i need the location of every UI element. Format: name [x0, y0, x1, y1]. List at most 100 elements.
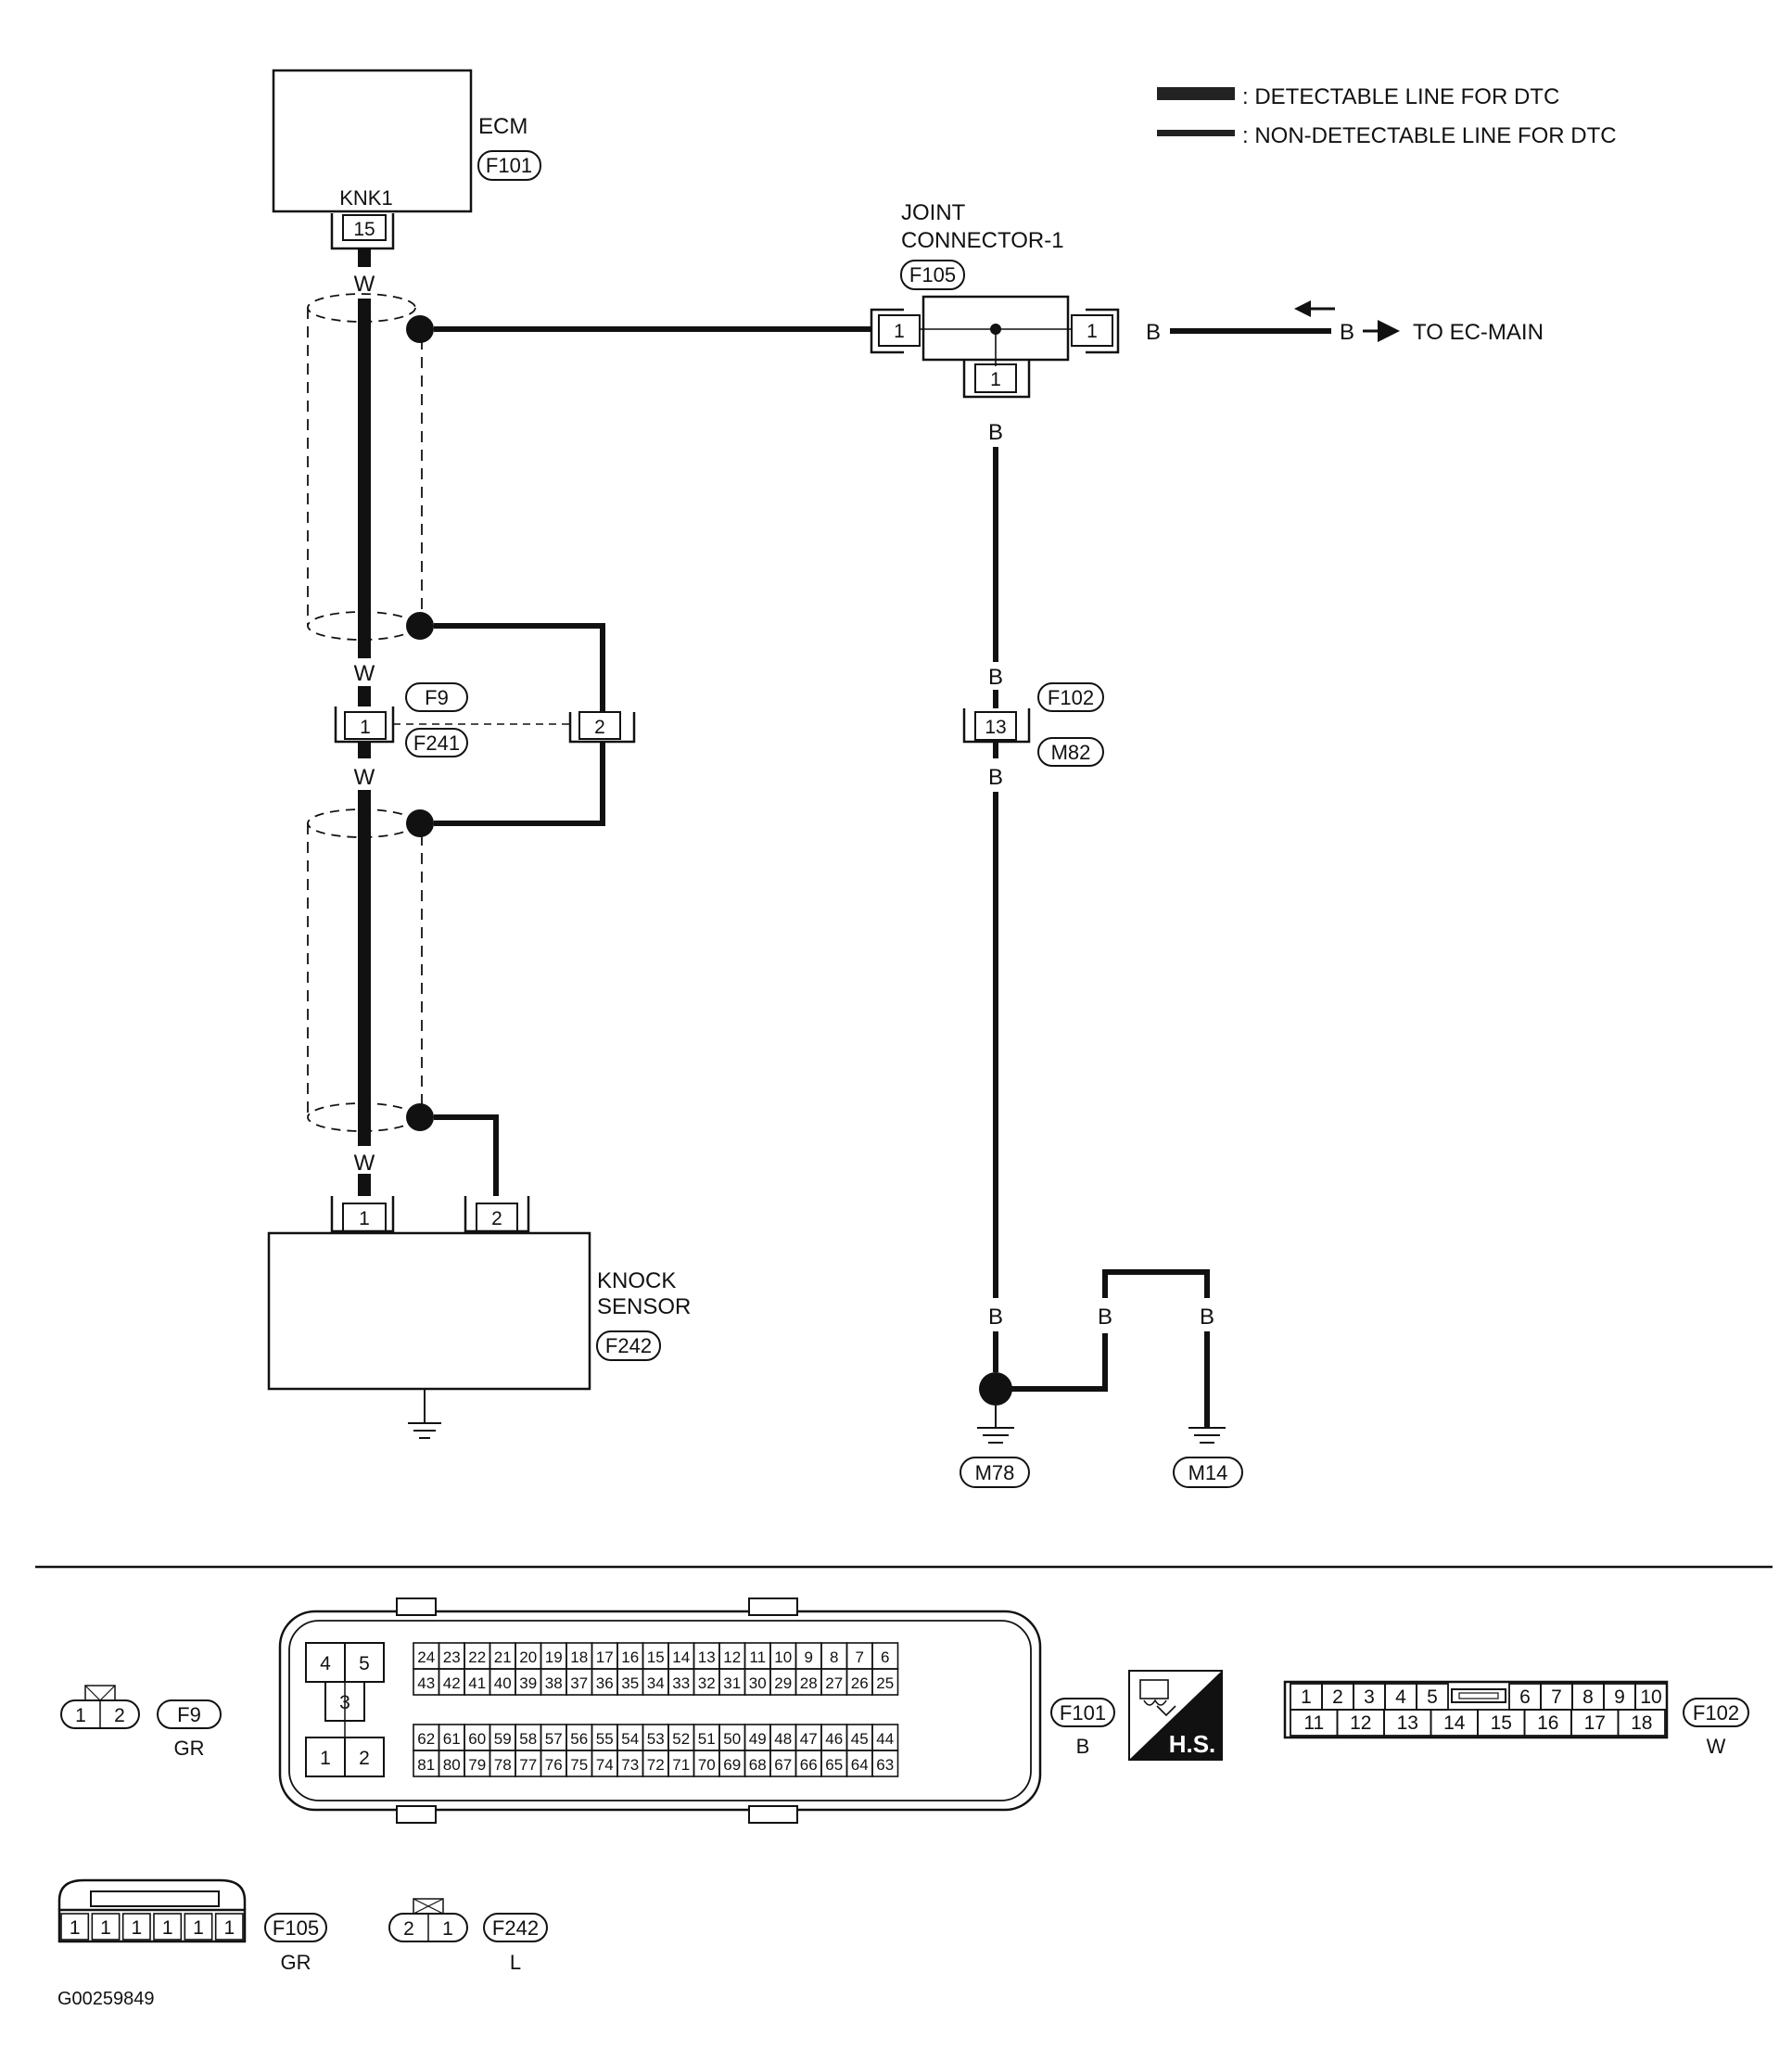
joint-bottom-bracket: [962, 360, 1031, 399]
f101-pin-number: 63: [876, 1756, 894, 1774]
connector-pictogram: [1156, 1705, 1176, 1717]
arrow-left-icon: [1294, 300, 1311, 317]
f101-pin-number: 73: [621, 1756, 639, 1774]
f101-cell: [344, 1737, 385, 1777]
ec-main-label: TO EC-MAIN: [1413, 320, 1544, 345]
f101-pin-number: 22: [468, 1648, 486, 1666]
connector-pictogram: [1143, 1699, 1167, 1706]
f101-pin-number: 39: [519, 1674, 537, 1692]
f102-pin-number: 4: [1395, 1687, 1406, 1708]
hs-icon-black-half: [1129, 1671, 1222, 1760]
f101-pin-number: 30: [749, 1674, 767, 1692]
f101-pin-number: 48: [774, 1730, 792, 1748]
knock-pin2-wire: [434, 1114, 499, 1196]
f101-pin-number: 66: [800, 1756, 818, 1774]
f101-pin-number: 17: [596, 1648, 614, 1666]
f101-pin-number: 58: [519, 1730, 537, 1748]
f101-power-pin: 5: [359, 1653, 370, 1674]
legend-non-detectable-text: : NON-DETECTABLE LINE FOR DTC: [1242, 123, 1617, 148]
f102-pin-number: 15: [1491, 1712, 1512, 1734]
f101-pin-number: 69: [723, 1756, 741, 1774]
f102-pin-number: 6: [1519, 1687, 1531, 1708]
f102-pin-13: 13: [985, 717, 1006, 738]
joint-left-pin-box: [878, 314, 921, 347]
f9-pin-1: 1: [360, 717, 371, 738]
f105-pin-cell: [214, 1913, 244, 1941]
f101-pin-number: 81: [417, 1756, 435, 1774]
f101-pin-number: 6: [881, 1648, 889, 1666]
f101-pin-number: 65: [825, 1756, 843, 1774]
f105-key: [90, 1890, 220, 1907]
knock-pin1-box: [342, 1203, 387, 1232]
f242-face-pin: 1: [442, 1918, 453, 1940]
f102-pin-number: 2: [1332, 1687, 1343, 1708]
joint-connector-id: F105: [909, 263, 956, 286]
f102-pin-number: 18: [1631, 1712, 1652, 1734]
f102-pin-number: 9: [1614, 1687, 1625, 1708]
f102-pin-number: 16: [1537, 1712, 1558, 1734]
legend-detectable-text: : DETECTABLE LINE FOR DTC: [1242, 84, 1559, 109]
f105-pin-cell: [60, 1913, 90, 1941]
shielded-wire-upper: W W: [307, 248, 871, 712]
f105-view-color: GR: [281, 1951, 311, 1974]
knock-connector-badge: [596, 1330, 661, 1361]
f101-pin-number: 44: [876, 1730, 894, 1748]
f101-pin-number: 31: [723, 1674, 741, 1692]
f101-pin-number: 38: [545, 1674, 563, 1692]
f101-pin-number: 41: [468, 1674, 486, 1692]
f102-pin-number: 17: [1584, 1712, 1606, 1734]
f101-power-pin: 3: [339, 1692, 350, 1713]
f9-pin-2: 2: [594, 717, 605, 738]
f242-face-view: 2 1 F242 L: [388, 1898, 548, 1974]
joint-pin-left: 1: [894, 321, 905, 342]
knock-sensor-box: [267, 1231, 591, 1391]
f101-pin-number: 14: [672, 1648, 690, 1666]
m78-badge: [960, 1457, 1030, 1488]
f9-view-id: F9: [177, 1703, 201, 1726]
joint-pin-right: 1: [1087, 321, 1098, 342]
f101-pin-number: 77: [519, 1756, 537, 1774]
wire-color-b: B: [1340, 320, 1354, 345]
f101-pin-number: 18: [570, 1648, 588, 1666]
f105-pin-number: 1: [223, 1917, 235, 1939]
f101-pin-number: 29: [774, 1674, 792, 1692]
f101-pin-cell: [871, 1668, 899, 1696]
joint-right-pin-box: [1071, 314, 1113, 347]
f101-pin-number: 75: [570, 1756, 588, 1774]
f101-pin-number: 78: [494, 1756, 512, 1774]
wire-color-w: W: [354, 1151, 375, 1176]
f101-face-outer: [278, 1610, 1042, 1812]
shield-drain-dot: [406, 1103, 434, 1131]
f101-pin-number: 7: [856, 1648, 864, 1666]
joint-connector-block: JOINT CONNECTOR-1 F105 1 1 1: [870, 200, 1120, 399]
f102-view-badge: [1683, 1698, 1749, 1727]
f101-pin-number: 16: [621, 1648, 639, 1666]
f105-view-badge: [264, 1913, 327, 1942]
f101-face-inner: [288, 1620, 1032, 1801]
f101-pin-number: 64: [851, 1756, 869, 1774]
f101-pin-number: 25: [876, 1674, 894, 1692]
f105-face-hood: [57, 1878, 247, 1910]
f102-key-inner: [1458, 1692, 1499, 1699]
knock-pin2-box: [476, 1203, 518, 1232]
f101-power-pin: 2: [359, 1748, 370, 1769]
wire-color-b: B: [1146, 320, 1161, 345]
f9-view-badge: [157, 1699, 222, 1729]
f102-pin-cell: [1617, 1709, 1666, 1737]
f101-pin-number: 37: [570, 1674, 588, 1692]
f105-face-body: [57, 1908, 247, 1943]
f242-face-pin: 2: [403, 1918, 414, 1940]
f101-tab-top-right: [748, 1597, 798, 1616]
f242-view-badge: [483, 1913, 548, 1942]
f101-pin-number: 46: [825, 1730, 843, 1748]
f101-view-id: F101: [1060, 1701, 1106, 1725]
f101-pin-number: 50: [723, 1730, 741, 1748]
f9-f241-connector: 1 F9 F241 2: [334, 682, 636, 757]
f102-pin-number: 12: [1350, 1712, 1371, 1734]
f101-pin-number: 45: [851, 1730, 869, 1748]
f241-id: F241: [413, 732, 460, 755]
joint-pin-bottom: 1: [990, 369, 1001, 390]
f101-pin-number: 13: [698, 1648, 716, 1666]
